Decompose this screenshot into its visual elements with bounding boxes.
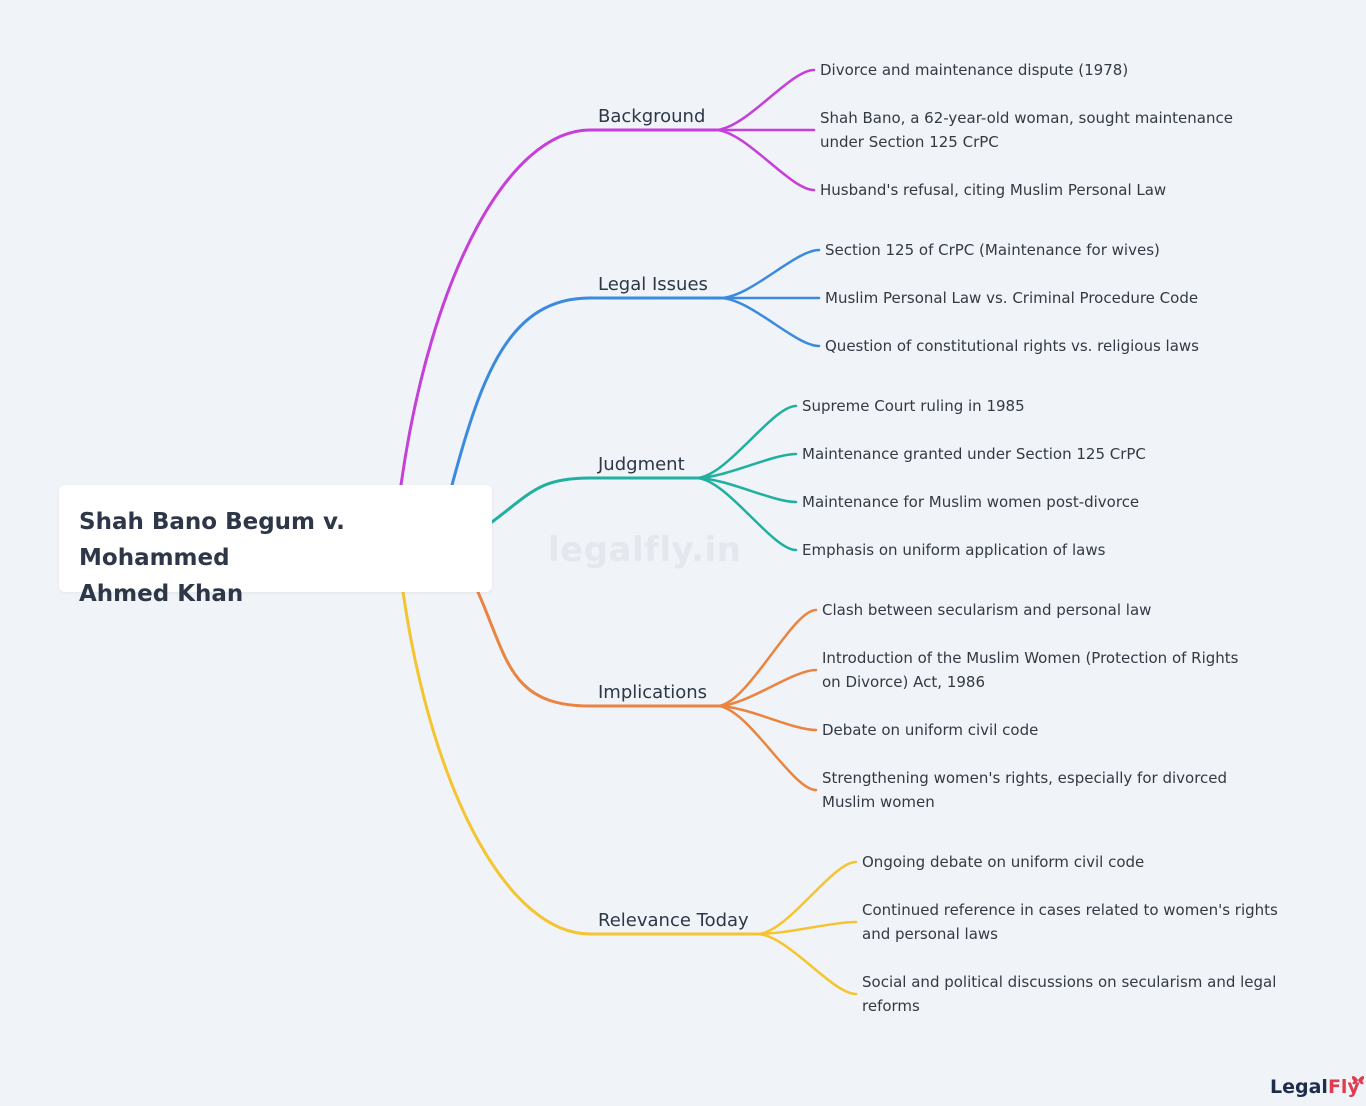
branch-label-3: Implications [598, 682, 708, 703]
edge-root-1 [450, 296, 592, 487]
branch-label-4: Relevance Today [598, 910, 749, 931]
edge-leaf-1-0 [718, 248, 821, 300]
edge-leaf-2-3 [694, 476, 798, 552]
leaf-line-3-0-0: Clash between secularism and personal la… [822, 601, 1152, 619]
watermark: legalfly.in [548, 530, 742, 570]
logo-text-fly: Fly [1327, 1076, 1360, 1098]
leaf-label-3-0: Clash between secularism and personal la… [822, 598, 1272, 622]
leaf-line-1-0-0: Section 125 of CrPC (Maintenance for wiv… [825, 241, 1160, 259]
leaf-line-2-3-0: Emphasis on uniform application of laws [802, 541, 1106, 559]
branch-label-0: Background [598, 106, 706, 127]
leaf-line-4-2-1: reforms [862, 997, 920, 1015]
edge-root-2 [490, 476, 592, 524]
leaf-label-2-1: Maintenance granted under Section 125 Cr… [802, 442, 1252, 466]
leaf-line-3-1-1: on Divorce) Act, 1986 [822, 673, 985, 691]
leaf-label-2-2: Maintenance for Muslim women post-divorc… [802, 490, 1252, 514]
edge-leaf-2-2 [694, 476, 798, 504]
leaf-line-4-0-0: Ongoing debate on uniform civil code [862, 853, 1145, 871]
edge-leaf-3-3 [715, 704, 818, 792]
leaf-label-4-2: Social and political discussions on secu… [862, 970, 1312, 1018]
leaf-line-2-0-0: Supreme Court ruling in 1985 [802, 397, 1025, 415]
leaf-label-1-0: Section 125 of CrPC (Maintenance for wiv… [825, 238, 1275, 262]
edge-root-3 [476, 590, 592, 708]
leaf-line-0-0-0: Divorce and maintenance dispute (1978) [820, 61, 1129, 79]
leaf-label-1-2: Question of constitutional rights vs. re… [825, 334, 1275, 358]
branch-label-2: Judgment [598, 454, 685, 475]
leaf-line-3-2-0: Debate on uniform civil code [822, 721, 1039, 739]
leaf-line-4-1-0: Continued reference in cases related to … [862, 901, 1278, 919]
legalfly-logo: LegalFly [1270, 1076, 1365, 1106]
leaf-line-2-1-0: Maintenance granted under Section 125 Cr… [802, 445, 1146, 463]
edge-root-4 [401, 590, 592, 936]
leaf-label-3-1: Introduction of the Muslim Women (Protec… [822, 646, 1272, 694]
leaf-label-2-3: Emphasis on uniform application of laws [802, 538, 1252, 562]
edge-leaf-1-2 [718, 296, 821, 348]
edge-leaf-0-0 [713, 68, 816, 132]
leaf-line-4-2-0: Social and political discussions on secu… [862, 973, 1277, 991]
root-node: Shah Bano Begum v. Mohammed Ahmed Khan [59, 485, 492, 607]
butterfly-icon [1351, 1076, 1365, 1085]
edge-leaf-4-1 [755, 920, 858, 936]
leaf-line-0-1-1: under Section 125 CrPC [820, 133, 999, 151]
logo-text-legal: Legal [1270, 1076, 1328, 1098]
edge-root-0 [399, 128, 592, 487]
leaf-line-1-1-0: Muslim Personal Law vs. Criminal Procedu… [825, 289, 1199, 307]
leaf-label-0-0: Divorce and maintenance dispute (1978) [820, 58, 1270, 82]
leaf-line-3-3-0: Strengthening women's rights, especially… [822, 769, 1228, 787]
leaf-line-0-2-0: Husband's refusal, citing Muslim Persona… [820, 181, 1167, 199]
leaf-line-2-2-0: Maintenance for Muslim women post-divorc… [802, 493, 1140, 511]
leaf-label-2-0: Supreme Court ruling in 1985 [802, 394, 1252, 418]
leaf-label-0-1: Shah Bano, a 62-year-old woman, sought m… [820, 106, 1270, 154]
leaf-label-4-1: Continued reference in cases related to … [862, 898, 1312, 946]
leaf-label-3-2: Debate on uniform civil code [822, 718, 1272, 742]
edge-leaf-4-2 [755, 932, 858, 996]
edge-leaf-3-0 [715, 608, 818, 708]
leaf-label-0-2: Husband's refusal, citing Muslim Persona… [820, 178, 1270, 202]
leaf-label-4-0: Ongoing debate on uniform civil code [862, 850, 1312, 874]
leaf-label-1-1: Muslim Personal Law vs. Criminal Procedu… [825, 286, 1275, 310]
edge-leaf-4-0 [755, 860, 858, 936]
root-title-line-2: Ahmed Khan [79, 581, 244, 607]
leaf-line-3-1-0: Introduction of the Muslim Women (Protec… [822, 649, 1239, 667]
branch-label-1: Legal Issues [598, 274, 708, 295]
leaf-line-3-3-1: Muslim women [822, 793, 935, 811]
edge-leaf-3-1 [715, 668, 818, 708]
edge-leaf-0-2 [713, 128, 816, 192]
leaf-line-1-2-0: Question of constitutional rights vs. re… [825, 337, 1199, 355]
leaf-line-0-1-0: Shah Bano, a 62-year-old woman, sought m… [820, 109, 1233, 127]
leaf-line-4-1-1: and personal laws [862, 925, 998, 943]
root-title-line-1: Shah Bano Begum v. Mohammed [79, 509, 345, 571]
edge-leaf-3-2 [715, 704, 818, 732]
leaf-label-3-3: Strengthening women's rights, especially… [822, 766, 1272, 814]
edge-leaf-2-1 [694, 452, 798, 480]
edge-leaf-2-0 [694, 404, 798, 480]
